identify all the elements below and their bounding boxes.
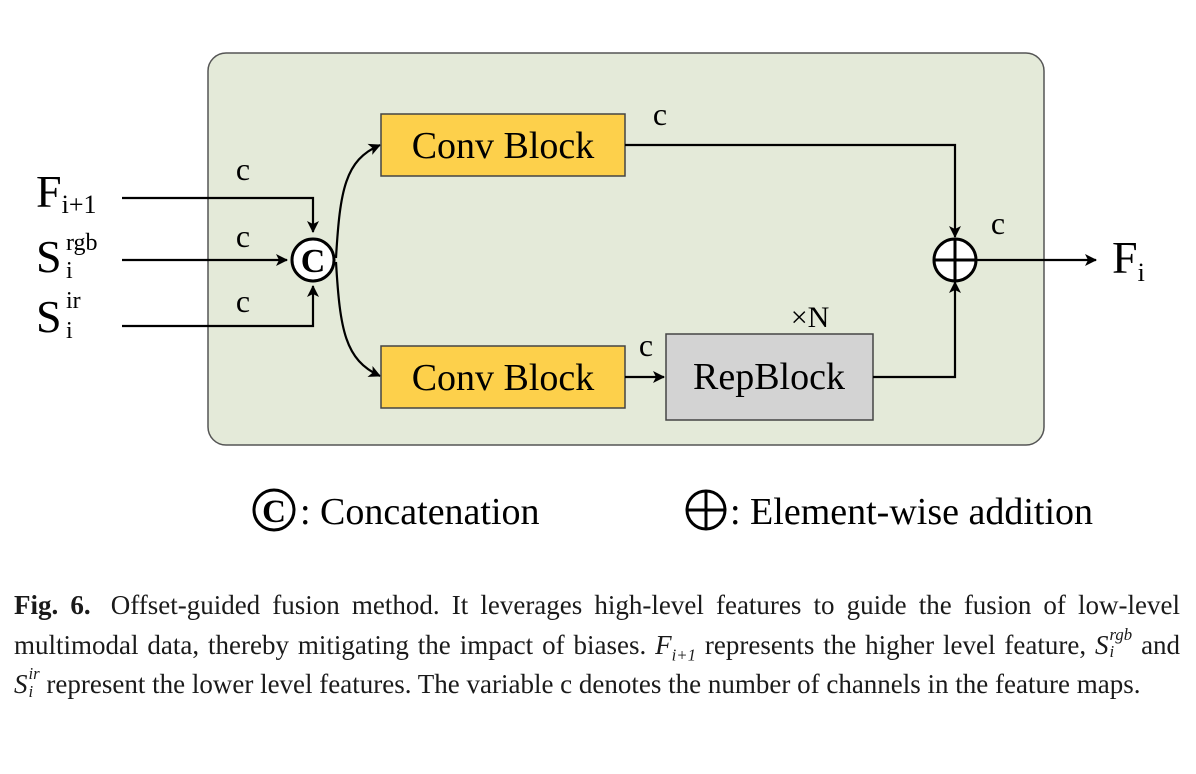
conv-block-bottom-label: Conv Block — [412, 357, 595, 399]
input-s-rgb-sup: rgb — [66, 230, 98, 256]
input-s-ir-sup: ir — [66, 288, 81, 314]
channel-label-s-ir: c — [236, 283, 250, 319]
conv-block-bottom — [380, 345, 626, 409]
caption-fig-label: Fig. 6. — [14, 590, 91, 620]
input-s-ir: S — [36, 291, 62, 342]
fusion-diagram: C Conv Block Conv Block RepBlock ×N c c … — [36, 52, 1145, 533]
channel-label-f-next: c — [236, 151, 250, 187]
input-f-next: Fi+1 — [36, 166, 96, 219]
repeat-label: ×N — [791, 301, 830, 334]
caption-part4: represent the lower level features. The … — [46, 669, 1141, 699]
channel-label-rep-input: c — [639, 327, 653, 363]
legend-concat-letter: C — [262, 494, 286, 530]
caption-f-symbol: Fi+1 — [655, 629, 696, 664]
legend-concat-icon — [252, 488, 296, 532]
caption-part3: and — [1141, 629, 1181, 660]
input-s-rgb-sub: i — [66, 258, 73, 284]
s-ir-line — [122, 285, 319, 328]
rep-block-label: RepBlock — [693, 356, 845, 398]
concat-node-letter: C — [301, 243, 326, 280]
channel-label-s-rgb: c — [236, 218, 250, 254]
f-next-line — [122, 196, 319, 233]
top-path-line — [625, 143, 961, 238]
figure-caption: Fig. 6. Offset-guided fusion method. It … — [14, 586, 1180, 705]
legend-add-text: : Element-wise addition — [730, 491, 1093, 533]
caption-part2: represents the higher level feature, — [704, 629, 1087, 660]
legend-concat-text: : Concatenation — [300, 491, 540, 533]
channel-label-top: c — [653, 96, 667, 132]
split-lower-curve — [334, 261, 381, 378]
output-f: Fi — [1112, 232, 1145, 287]
caption-part1: Offset-guided fusion method. It leverage… — [14, 590, 1180, 660]
input-s-ir-sub: i — [66, 318, 73, 344]
channel-label-add: c — [991, 205, 1005, 241]
input-s-rgb: S — [36, 231, 62, 282]
conv-block-top-label: Conv Block — [412, 125, 595, 167]
split-upper-curve — [334, 143, 381, 259]
conv-block-top — [380, 113, 626, 177]
bottom-path-line — [873, 281, 961, 379]
concat-node — [290, 237, 336, 283]
module-panel — [207, 52, 1045, 446]
